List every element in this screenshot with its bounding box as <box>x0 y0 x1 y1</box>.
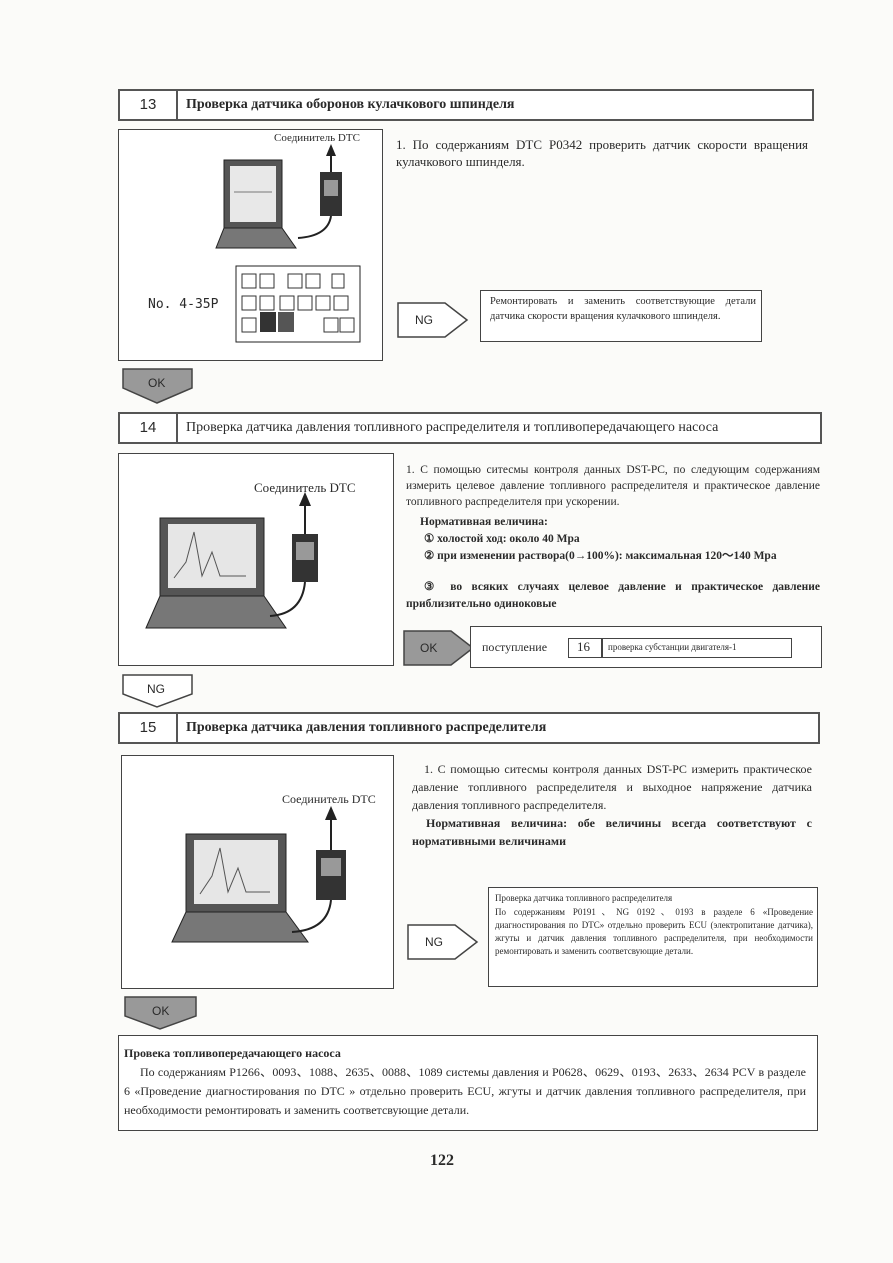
norm-item: ② при изменении раствора(0→100%): максим… <box>424 550 777 562</box>
laptop-illustration <box>145 492 318 629</box>
norm-item: ① холостой ход: около 40 Mpa <box>424 533 580 545</box>
ng-label: NG <box>425 935 443 949</box>
ng-arrow <box>397 302 469 338</box>
pump-check-title: Провека топливопередачающего насоса <box>124 1046 341 1060</box>
pump-check-box <box>118 1035 818 1131</box>
ok-label: OK <box>148 376 166 390</box>
ok-arrow <box>122 368 193 404</box>
ng-arrow <box>122 674 193 708</box>
dtc-connector-caption: Соединитель DTC <box>254 480 356 495</box>
norm-item: ③ во всяких случаях целевое давление и п… <box>406 581 820 610</box>
laptop-illustration <box>171 806 346 943</box>
ng-action-text: По содержаниям P0191、NG 0192、0193 в разд… <box>495 907 813 956</box>
step-text: 1. С помощью ситесмы контроля данных DST… <box>406 464 820 508</box>
norm-heading: Нормативная величина: <box>420 516 548 528</box>
goto-number: 16 <box>577 639 590 654</box>
goto-text-box <box>602 638 792 658</box>
reference-label: No. 4-35P <box>148 297 219 312</box>
laptop-illustration <box>215 144 342 249</box>
section-title: Проверка датчика давления топливного рас… <box>186 420 719 435</box>
norm-text: Нормативная величина: обе величины всегд… <box>412 816 812 848</box>
goto-number-box <box>568 638 602 658</box>
pump-check-text: По содержаниям P1266、0093、1088、2635、0088… <box>124 1065 806 1117</box>
section-title: Проверка датчика оборонов кулачкового шп… <box>186 97 515 112</box>
ng-action-title: Проверка датчика топливного распределите… <box>495 893 673 903</box>
section-number: 15 <box>120 714 178 742</box>
ok-label: OK <box>152 1004 170 1018</box>
ok-arrow <box>403 630 475 666</box>
ok-label: OK <box>420 641 438 655</box>
section-number: 13 <box>120 91 178 119</box>
section-number: 14 <box>120 414 178 442</box>
ng-action-text: Ремонтировать и заменить соответствующие… <box>490 296 756 322</box>
dtc-connector-caption: Соединитель DTC <box>274 132 360 144</box>
ng-action-box <box>480 290 762 342</box>
ng-label: NG <box>415 313 433 327</box>
page-number: 122 <box>430 1152 454 1169</box>
dtc-connector-caption: Соединитель DTC <box>282 792 376 806</box>
connector-diagram-icon <box>235 265 361 343</box>
ok-arrow <box>124 996 197 1030</box>
section-13-header: 13 Проверка датчика оборонов кулачкового… <box>118 89 814 121</box>
ng-label: NG <box>147 682 165 696</box>
step-text: 1. По содержаниям DTC P0342 проверить да… <box>396 137 808 169</box>
goto-label: поступление <box>482 640 548 654</box>
section-14-header: 14 Проверка датчика давления топливного … <box>118 412 822 444</box>
ng-action-box <box>488 887 818 987</box>
section-15-header: 15 Проверка датчика давления топливного … <box>118 712 820 744</box>
step-text: 1. С помощью ситесмы контроля данных DST… <box>412 762 812 812</box>
goto-text: проверка субстанции двигателя-1 <box>608 642 737 652</box>
ng-arrow <box>407 924 479 960</box>
section-title: Проверка датчика давления топливного рас… <box>186 720 547 735</box>
